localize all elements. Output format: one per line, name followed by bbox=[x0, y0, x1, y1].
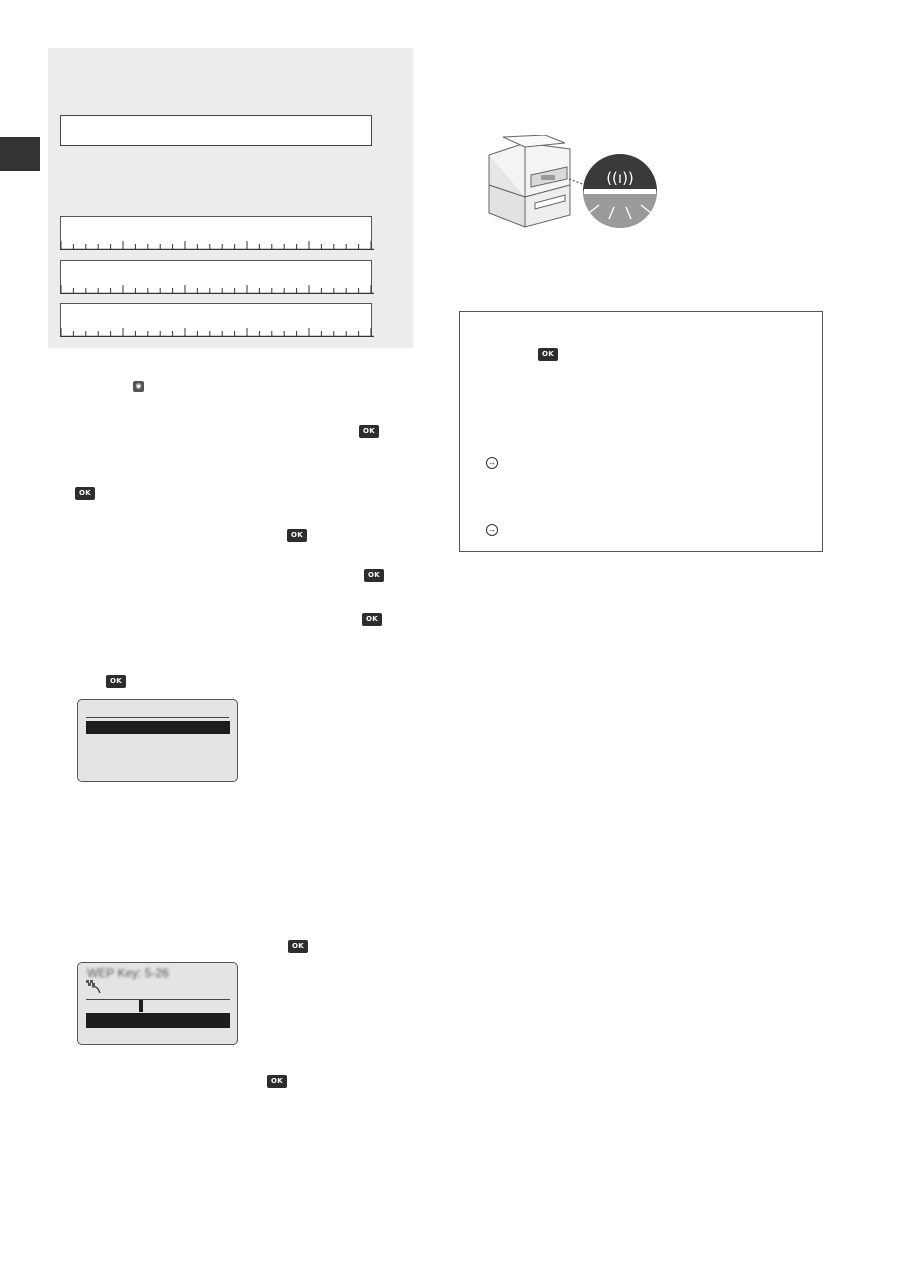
ruler-ticks-3 bbox=[60, 328, 374, 337]
menu-key-icon: ◉ bbox=[133, 381, 144, 392]
ruler-ticks-1 bbox=[60, 241, 374, 250]
ok-button[interactable]: OK bbox=[75, 487, 95, 500]
ok-button[interactable]: OK bbox=[359, 425, 379, 438]
lcd-selected-row bbox=[86, 1013, 230, 1028]
lcd-display-wep-key: WEP Key: 5-26 bbox=[77, 962, 238, 1045]
lcd-cursor bbox=[139, 1000, 143, 1012]
wifi-lamp-magnifier: ((ı)) bbox=[583, 154, 657, 228]
lcd-selected-row bbox=[86, 721, 230, 734]
ok-button[interactable]: OK bbox=[364, 569, 384, 582]
entry-panel bbox=[48, 48, 413, 348]
lcd-divider bbox=[86, 999, 230, 1000]
lcd-divider bbox=[86, 717, 229, 718]
key-entry-ruler-2[interactable] bbox=[60, 260, 374, 294]
lcd-display-menu bbox=[77, 699, 238, 782]
section-tab-marker bbox=[0, 137, 40, 171]
ok-button[interactable]: OK bbox=[362, 613, 382, 626]
ok-button[interactable]: OK bbox=[106, 675, 126, 688]
ruler-ticks-2 bbox=[60, 285, 374, 294]
reference-arrow-icon[interactable]: → bbox=[486, 524, 498, 536]
ok-button[interactable]: OK bbox=[287, 529, 307, 542]
key-entry-ruler-3[interactable] bbox=[60, 303, 374, 337]
lcd-wep-key-text: WEP Key: 5-26 bbox=[87, 966, 169, 980]
notice-box: OK → → bbox=[459, 311, 823, 552]
ok-button[interactable]: OK bbox=[538, 348, 558, 361]
key-entry-ruler-1[interactable] bbox=[60, 216, 374, 250]
svg-text:((ı)): ((ı)) bbox=[606, 169, 634, 187]
printer-wifi-illustration: ((ı)) bbox=[488, 135, 657, 228]
ok-button[interactable]: OK bbox=[267, 1075, 287, 1088]
cursor-hand-icon bbox=[86, 980, 101, 994]
reference-arrow-icon[interactable]: → bbox=[486, 457, 498, 469]
ssid-input-box[interactable] bbox=[60, 115, 372, 146]
ok-button[interactable]: OK bbox=[288, 940, 308, 953]
